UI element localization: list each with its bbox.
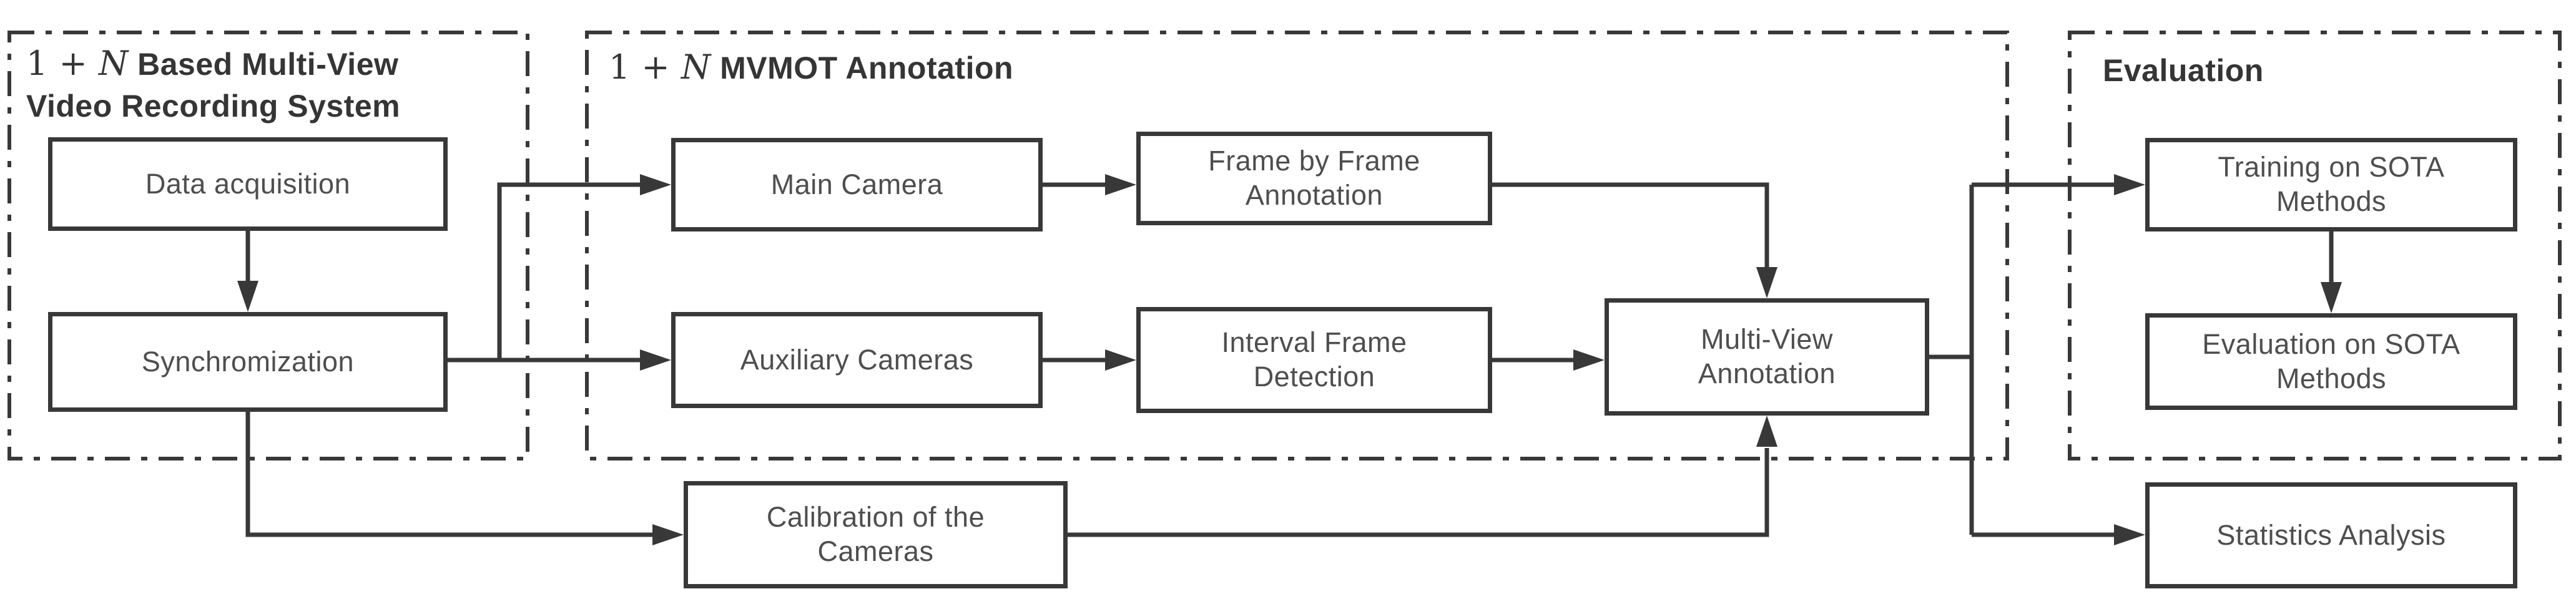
- node-auxiliary-cameras: Auxiliary Cameras: [671, 312, 1043, 408]
- node-main-camera: Main Camera: [671, 138, 1043, 231]
- arrowhead-down-multi-view: [1756, 267, 1777, 298]
- node-label: Training on SOTA Methods: [2218, 151, 2445, 217]
- node-multi-view-annotation: Multi-View Annotation: [1605, 298, 1929, 416]
- node-label: Frame by Frame Annotation: [1208, 145, 1420, 211]
- arrowhead-right-calibration: [652, 524, 684, 545]
- edge-auxiliary-to-interval-frame: [1043, 349, 1136, 371]
- node-label: Data acquisition: [145, 167, 351, 200]
- edge-junction-to-training: [1972, 174, 2145, 195]
- frame-evaluation-section: [2068, 31, 2562, 460]
- arrowhead-right-frame-by-frame: [1105, 174, 1136, 195]
- edge-synchromization-to-main-camera: [497, 174, 671, 360]
- node-label: Synchromization: [141, 345, 355, 378]
- node-label: Statistics Analysis: [2216, 519, 2446, 551]
- arrowhead-right-statistics: [2114, 524, 2145, 545]
- arrowhead-down-synchromization: [237, 281, 258, 312]
- arrowhead-right-multi-view: [1573, 349, 1605, 371]
- node-evaluation-on-sota: Evaluation on SOTA Methods: [2145, 313, 2517, 410]
- edge-main-camera-to-frame-by-frame: [1043, 174, 1136, 195]
- edge-junction-to-statistics: [1972, 524, 2145, 545]
- edge-acquisition-to-synchromization: [237, 231, 258, 312]
- node-label: Evaluation on SOTA Methods: [2202, 328, 2460, 394]
- node-training-on-sota: Training on SOTA Methods: [2145, 138, 2517, 231]
- arrowhead-right-interval-frame: [1105, 349, 1136, 371]
- node-label: Interval Frame Detection: [1221, 326, 1407, 392]
- section-title-recording-system: 1 + N Based Multi-View Video Recording S…: [26, 44, 401, 124]
- node-interval-frame-detection: Interval Frame Detection: [1136, 307, 1492, 413]
- node-synchromization: Synchromization: [48, 312, 448, 412]
- edge-interval-frame-to-multi-view: [1492, 349, 1605, 371]
- edge-training-to-evaluation-sota: [2321, 231, 2342, 313]
- arrowhead-up-multi-view: [1756, 416, 1777, 447]
- node-statistics-analysis: Statistics Analysis: [2145, 482, 2517, 588]
- frame-mvmot-section: [585, 31, 2009, 460]
- node-label: Multi-View Annotation: [1698, 323, 1836, 389]
- arrowhead-right-training: [2114, 174, 2145, 195]
- edge-synchromization-to-calibration: [245, 412, 684, 545]
- node-label: Auxiliary Cameras: [740, 343, 974, 376]
- node-label: Calibration of the Cameras: [766, 501, 985, 567]
- edge-multi-view-output-junction: [1929, 185, 1974, 535]
- edge-synchromization-to-auxiliary-cameras: [447, 349, 671, 371]
- node-data-acquisition: Data acquisition: [48, 137, 448, 231]
- math-term: 1 + N: [609, 47, 711, 87]
- arrowhead-right-auxiliary-cameras: [640, 349, 671, 371]
- arrowhead-right-main-camera: [640, 174, 671, 195]
- node-calibration-of-cameras: Calibration of the Cameras: [684, 481, 1068, 588]
- section-title-evaluation: Evaluation: [2103, 53, 2264, 88]
- edge-calibration-to-multi-view: [1068, 416, 1777, 537]
- edge-frame-by-frame-to-multi-view: [1492, 182, 1777, 298]
- frame-recording-system-section: [7, 31, 529, 460]
- section-title-mvmot-annotation: 1 + N MVMOT Annotation: [609, 47, 1014, 87]
- node-frame-by-frame-annotation: Frame by Frame Annotation: [1136, 132, 1492, 225]
- node-label: Main Camera: [770, 168, 943, 200]
- math-term: 1 + N: [26, 44, 129, 83]
- arrowhead-down-evaluation-sota: [2321, 282, 2342, 313]
